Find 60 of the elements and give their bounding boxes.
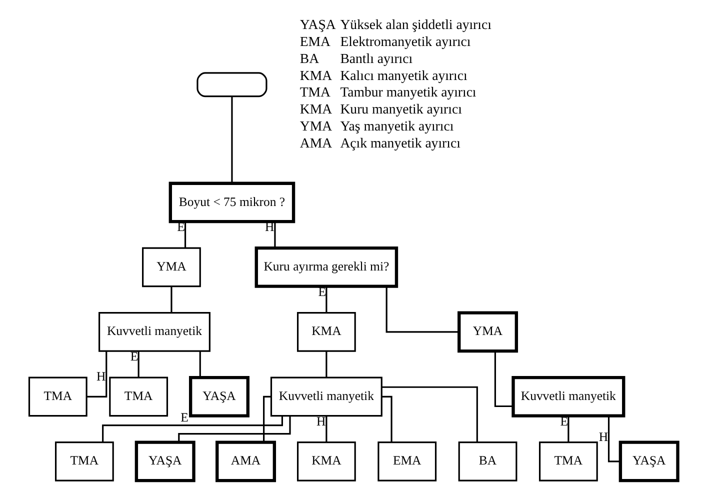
connector bbox=[274, 222, 276, 248]
connector bbox=[494, 351, 512, 408]
label: EMA bbox=[299, 34, 330, 49]
edge-label: E bbox=[180, 410, 188, 425]
label: Bantlı ayırıcı bbox=[340, 50, 412, 66]
node-box: Kuru ayırma gerekli mi? bbox=[254, 246, 398, 288]
label: Yüksek alan şiddetli ayırıcı bbox=[340, 16, 491, 32]
node-box: KMA bbox=[296, 442, 356, 482]
label: KMA bbox=[299, 102, 332, 117]
node-box: Kuvvetli manyetik bbox=[270, 376, 382, 417]
node-box: YAŞA bbox=[134, 440, 195, 482]
edge-label: H bbox=[316, 414, 326, 428]
label: Kalıcı manyetik ayırıcı bbox=[340, 68, 467, 83]
node-box: TMA bbox=[28, 376, 87, 417]
connector bbox=[381, 386, 478, 442]
label: Tambur manyetik ayırıcı bbox=[340, 84, 476, 100]
connector bbox=[567, 416, 569, 442]
node-box: BA bbox=[458, 442, 517, 482]
node-box: Boyut < 75 mikron ? bbox=[168, 182, 295, 224]
connector bbox=[325, 416, 327, 442]
node-box: YMA bbox=[457, 311, 518, 353]
node-box bbox=[196, 72, 267, 98]
label: Yaş manyetik ayırıcı bbox=[340, 118, 454, 134]
label: Kuru manyetik ayırıcı bbox=[340, 102, 462, 117]
label: AMA bbox=[299, 136, 332, 151]
node-box: AMA bbox=[215, 440, 276, 482]
connector bbox=[325, 351, 327, 378]
node-box: KMA bbox=[296, 312, 356, 352]
node-box: TMA bbox=[538, 442, 598, 482]
connector bbox=[325, 286, 327, 313]
node-box: Kuvvetli manyetik bbox=[98, 312, 210, 352]
label: Açık manyetik ayırıcı bbox=[340, 136, 460, 151]
node-box: YMA bbox=[142, 247, 200, 288]
connector bbox=[381, 396, 392, 442]
node-box: Kuvvetli manyetik bbox=[511, 376, 625, 418]
connector bbox=[230, 96, 232, 183]
label: YAŞA bbox=[299, 16, 336, 32]
connector bbox=[137, 351, 139, 378]
node-box: TMA bbox=[108, 376, 168, 417]
edge-label: E bbox=[130, 350, 138, 364]
connector bbox=[86, 351, 107, 398]
label: TMA bbox=[299, 84, 330, 100]
connector bbox=[607, 416, 620, 462]
edge-label: H bbox=[96, 369, 106, 384]
connector bbox=[102, 416, 282, 442]
node-box: EMA bbox=[377, 442, 436, 482]
label: YMA bbox=[299, 118, 332, 134]
label: KMA bbox=[299, 68, 332, 83]
node-box: TMA bbox=[54, 442, 114, 482]
connector bbox=[262, 396, 270, 442]
connector bbox=[385, 286, 459, 333]
label: BA bbox=[299, 50, 319, 66]
connector bbox=[170, 286, 172, 313]
connector bbox=[178, 416, 290, 442]
connector bbox=[184, 222, 186, 248]
edge-label: H bbox=[598, 430, 608, 444]
connector bbox=[198, 351, 200, 378]
node-box: YAŞA bbox=[618, 440, 679, 482]
node-box: YAŞA bbox=[188, 376, 249, 418]
label: Elektromanyetik ayırıcı bbox=[340, 34, 470, 49]
